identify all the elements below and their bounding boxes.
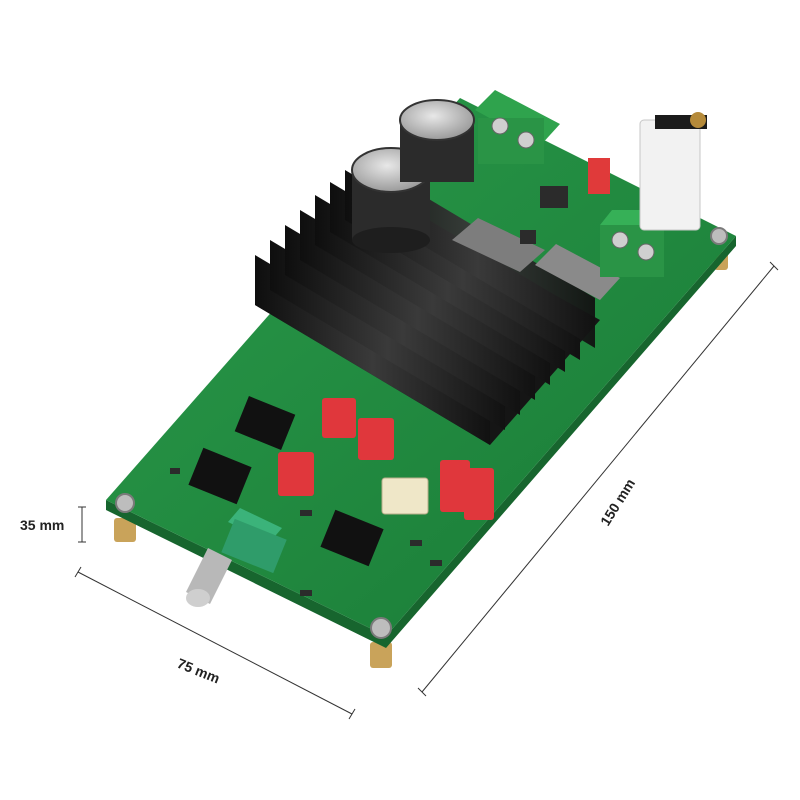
standoff-bottom <box>370 642 392 668</box>
standoff-left <box>114 518 136 542</box>
height-dimension-label: 35 mm <box>20 517 65 533</box>
screw-left <box>115 493 135 513</box>
mounting-screws <box>115 227 728 639</box>
power-terminal <box>475 90 560 164</box>
width-line <box>77 571 353 715</box>
white-connector <box>588 112 707 231</box>
volume-potentiometer <box>186 508 287 607</box>
screw-bottom <box>370 617 392 639</box>
capacitor-top-2 <box>399 99 475 141</box>
film-capacitors <box>278 398 494 520</box>
length-line <box>421 265 775 693</box>
filter-capacitors <box>351 99 475 253</box>
power-modules <box>452 218 620 300</box>
op-amp-chips <box>188 396 384 567</box>
smd-components <box>170 186 568 596</box>
screw-right <box>710 227 728 245</box>
dimension-lines <box>74 261 779 720</box>
relay <box>381 477 429 515</box>
